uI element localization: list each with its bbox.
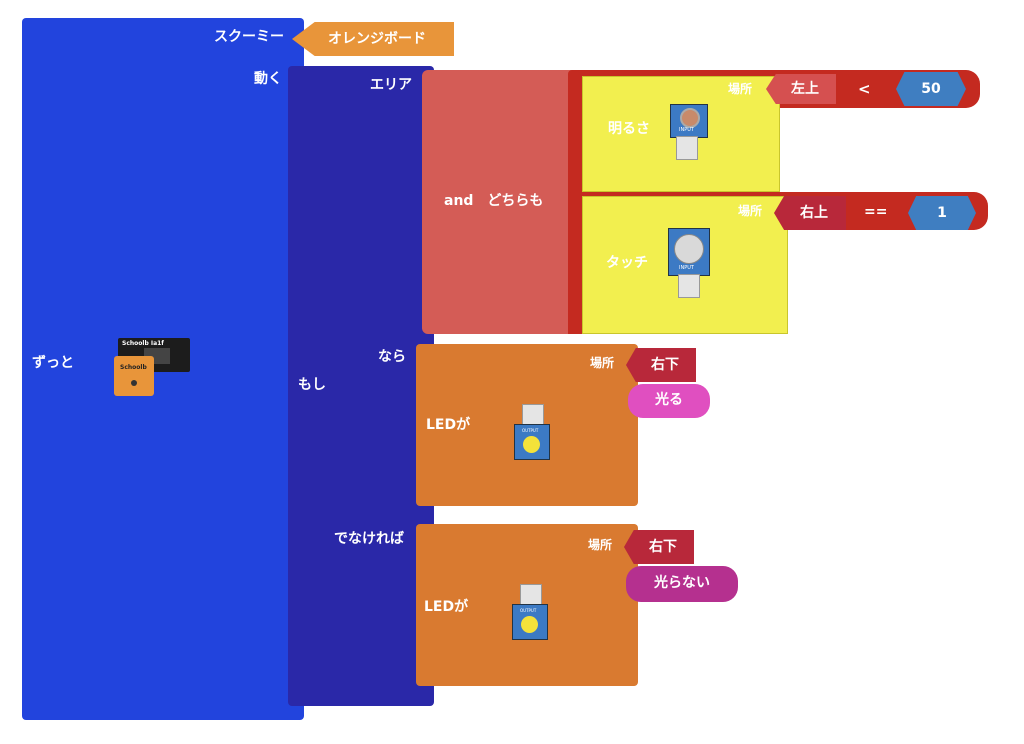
sensor-tag: INPUT bbox=[679, 127, 694, 133]
if-else-block[interactable] bbox=[288, 66, 434, 706]
board-chip-text: Schoolb bbox=[120, 364, 147, 371]
number-input-2[interactable]: 1 bbox=[908, 196, 976, 230]
place-dropdown-then[interactable]: 右下 bbox=[626, 348, 696, 382]
led-label-else: LEDが bbox=[424, 599, 469, 615]
sensor-lens bbox=[680, 108, 700, 128]
and-block[interactable] bbox=[422, 70, 594, 334]
touch-sensor-icon: INPUT bbox=[668, 228, 710, 276]
scoomie-label: スクーミー bbox=[214, 29, 284, 45]
led-bulb-icon bbox=[521, 616, 538, 633]
led-module-icon: OUTPUT bbox=[512, 604, 548, 640]
led-module-icon: OUTPUT bbox=[514, 424, 550, 460]
place-dropdown-2[interactable]: 右上 bbox=[774, 196, 846, 230]
if-label: もし bbox=[298, 377, 326, 393]
led-on-dropdown[interactable]: 光る bbox=[628, 384, 710, 418]
board-led-dot bbox=[131, 380, 137, 386]
touch-label: タッチ bbox=[606, 255, 648, 271]
place-label-1: 場所 bbox=[728, 82, 753, 96]
forever-label: ずっと bbox=[32, 355, 74, 371]
number-input-1[interactable]: 50 bbox=[896, 72, 966, 106]
area-label: エリア bbox=[370, 77, 412, 93]
brightness-label: 明るさ bbox=[608, 121, 650, 137]
and-label: and どちらも bbox=[444, 193, 544, 209]
light-sensor-icon: INPUT bbox=[670, 104, 708, 138]
place-dropdown-1[interactable]: 左上 bbox=[766, 74, 836, 104]
operator-2[interactable]: == bbox=[864, 204, 888, 220]
led-label-then: LEDが bbox=[426, 417, 471, 433]
board-orange-part: Schoolb bbox=[114, 356, 154, 396]
place-label-else: 場所 bbox=[588, 538, 613, 552]
board-select-dropdown[interactable]: オレンジボード bbox=[292, 22, 454, 56]
sensor-connector bbox=[676, 136, 698, 160]
touch-pad bbox=[674, 234, 704, 264]
place-dropdown-else[interactable]: 右下 bbox=[624, 530, 694, 564]
operator-1[interactable]: < bbox=[858, 80, 871, 98]
led-tag: OUTPUT bbox=[522, 428, 539, 433]
sensor-tag: INPUT bbox=[679, 265, 694, 271]
led-bulb-icon bbox=[523, 436, 540, 453]
then-label: なら bbox=[378, 349, 406, 365]
place-label-2: 場所 bbox=[738, 204, 763, 218]
board-top-text: Schoolb Ia1f bbox=[122, 340, 164, 347]
led-off-dropdown[interactable]: 光らない bbox=[626, 566, 738, 602]
place-label-then: 場所 bbox=[590, 356, 615, 370]
led-tag: OUTPUT bbox=[520, 608, 537, 613]
sensor-connector bbox=[678, 274, 700, 298]
else-label: でなければ bbox=[334, 531, 404, 547]
move-label: 動く bbox=[254, 71, 282, 87]
